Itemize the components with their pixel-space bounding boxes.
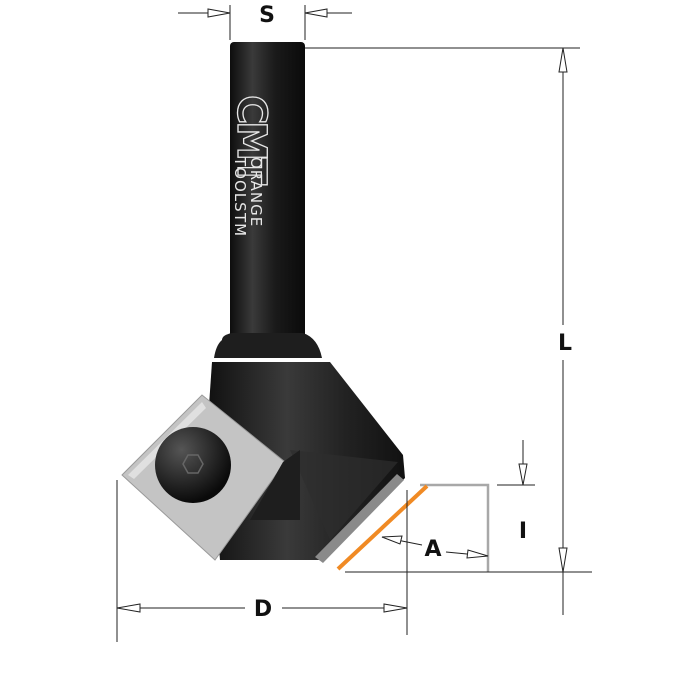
right-insert-edge <box>315 474 404 563</box>
dimension-a: A <box>381 535 489 562</box>
svg-text:ORANGE: ORANGE <box>247 157 265 227</box>
dimension-i: I <box>497 440 535 544</box>
cutting-edge-line <box>336 484 429 571</box>
dimension-s: S <box>178 3 352 40</box>
svg-text:TM: TM <box>231 212 249 237</box>
dimension-d: D <box>116 480 408 642</box>
screw <box>155 427 231 503</box>
dimension-l: L <box>305 47 580 615</box>
label-s: S <box>259 3 275 28</box>
shank <box>230 42 305 342</box>
label-d: D <box>254 597 272 622</box>
cut-profile <box>420 483 490 572</box>
collar <box>214 333 322 358</box>
hex-socket-icon <box>182 454 204 474</box>
svg-text:CMT: CMT <box>228 95 274 186</box>
brand-logo: CMT ORANGE TOOLS TM <box>227 94 274 237</box>
label-a: A <box>424 537 441 562</box>
svg-text:TOOLS: TOOLS <box>231 156 249 213</box>
label-i: I <box>519 519 527 544</box>
label-l: L <box>558 331 572 356</box>
